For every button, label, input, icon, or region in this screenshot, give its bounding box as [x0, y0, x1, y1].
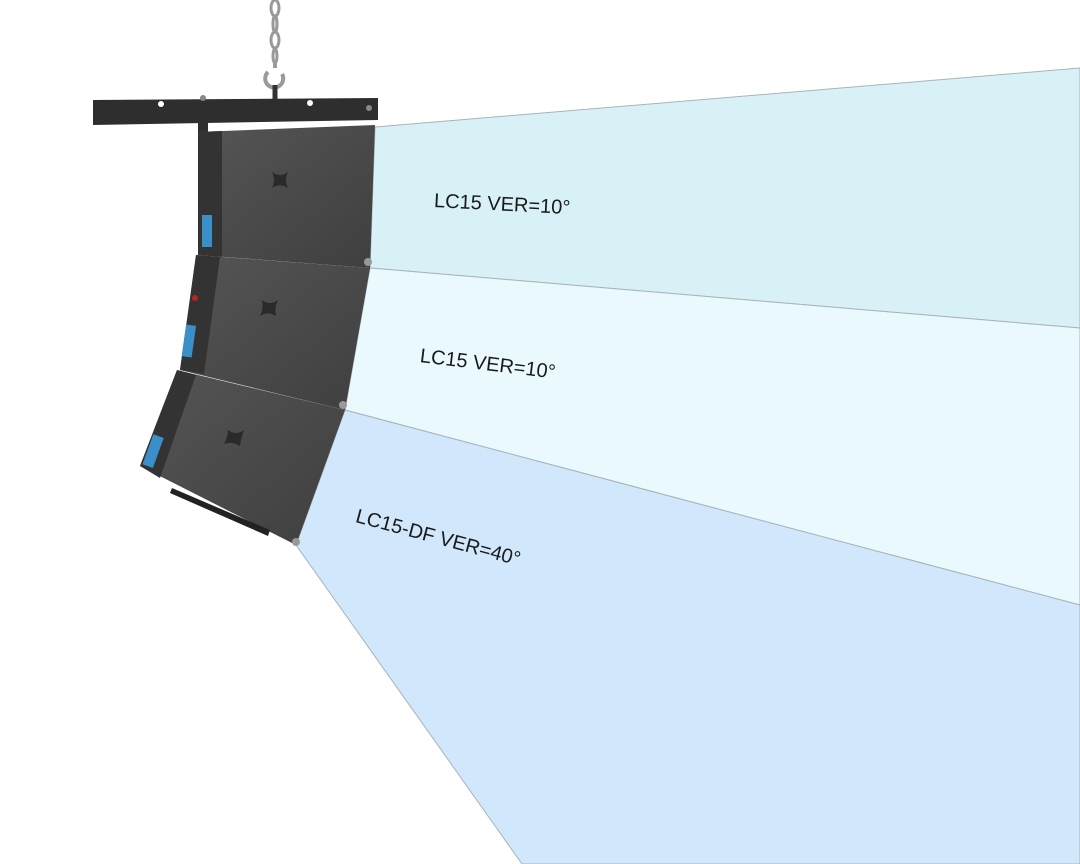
- chain-icon: [263, 0, 286, 100]
- coverage-beam-top: [369, 67, 1080, 329]
- speaker-cabinet-middle: [180, 255, 370, 410]
- rigging-frame: [93, 95, 378, 132]
- speaker-cabinet-top: [198, 125, 375, 268]
- speaker-cabinet-bottom: [140, 370, 345, 546]
- coverage-beam-middle: [344, 267, 1080, 606]
